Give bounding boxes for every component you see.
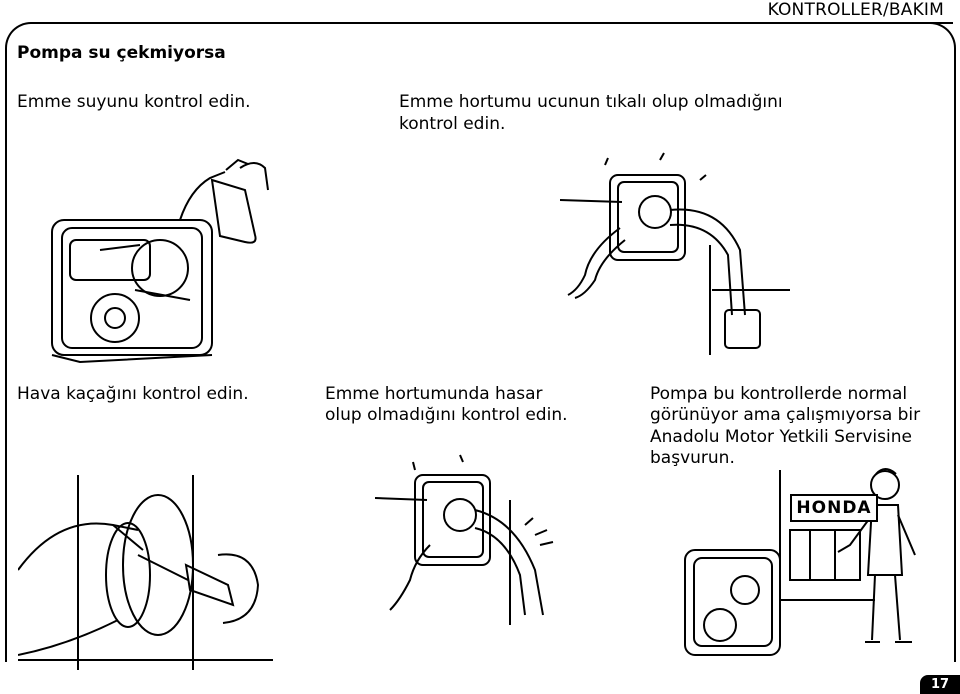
- step-check-water: Emme suyunu kontrol edin.: [17, 92, 251, 112]
- honda-sign: HONDA: [790, 494, 878, 522]
- section-title: Pompa su çekmiyorsa: [17, 43, 226, 63]
- section-header: KONTROLLER/BAKIM: [767, 0, 944, 20]
- strainer-check-illustration: [560, 150, 790, 355]
- dealer-service-illustration: [680, 460, 935, 660]
- step-service-line3: Anadolu Motor Yetkili Servisine: [650, 427, 912, 447]
- step-check-hose-line2: olup olmadığını kontrol edin.: [325, 405, 568, 425]
- page-frame-right-edge: [954, 50, 956, 662]
- step-service-line1: Pompa bu kontrollerde normal: [650, 384, 908, 404]
- page-frame: [5, 22, 953, 662]
- step-check-strainer-line2: kontrol edin.: [399, 114, 506, 134]
- step-service-line2: görünüyor ama çalışmıyorsa bir: [650, 405, 921, 425]
- step-service-line4: başvurun.: [650, 448, 735, 468]
- step-check-hose-line1: Emme hortumunda hasar: [325, 384, 543, 404]
- step-check-air-leak: Hava kaçağını kontrol edin.: [17, 384, 249, 404]
- pump-priming-illustration: [40, 150, 280, 365]
- step-check-strainer-line1: Emme hortumu ucunun tıkalı olup olmadığı…: [399, 92, 783, 112]
- hose-damage-check-illustration: [375, 450, 585, 625]
- air-leak-check-illustration: [18, 455, 273, 670]
- page-number: 17: [920, 675, 960, 694]
